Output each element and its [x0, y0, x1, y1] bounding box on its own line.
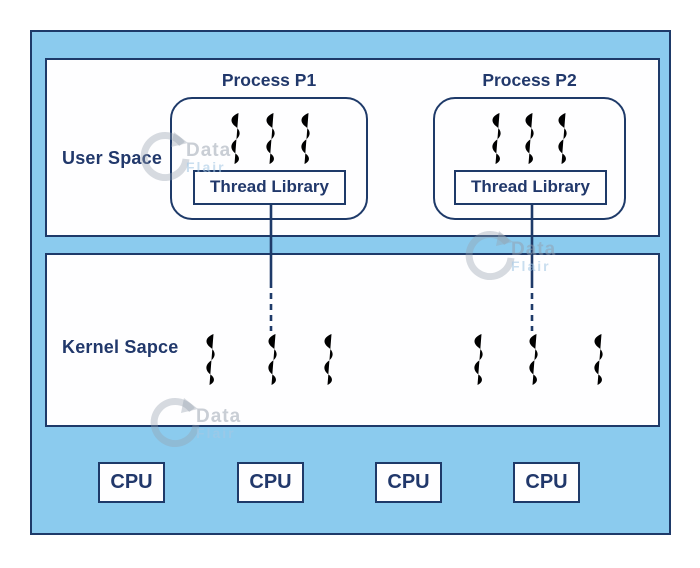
thread-library-p2: Thread Library	[454, 170, 607, 205]
kernel-thread-icon	[529, 334, 538, 385]
user-thread-icon	[266, 113, 275, 164]
cpu-box-4: CPU	[513, 462, 580, 503]
cpu-box-1: CPU	[98, 462, 165, 503]
cpu-label: CPU	[249, 471, 292, 493]
user-thread-icon	[525, 113, 534, 164]
kernel-thread-icon	[206, 334, 215, 385]
kernel-thread-icon	[594, 334, 603, 385]
user-thread-icon	[558, 113, 567, 164]
thread-library-p1: Thread Library	[193, 170, 346, 205]
process-p2-title: Process P2	[482, 70, 577, 90]
cpu-box-2: CPU	[237, 462, 304, 503]
kernel-space-label: Kernel Sapce	[62, 337, 179, 357]
user-thread-icon	[301, 113, 310, 164]
cpu-label: CPU	[525, 471, 568, 493]
kernel-space-region	[45, 253, 660, 427]
kernel-thread-icon	[324, 334, 333, 385]
kernel-thread-icon	[268, 334, 277, 385]
cpu-label: CPU	[387, 471, 430, 493]
process-p1-title: Process P1	[221, 70, 317, 90]
cpu-box-3: CPU	[375, 462, 442, 503]
cpu-label: CPU	[110, 471, 153, 493]
user-thread-icon	[231, 113, 240, 164]
kernel-thread-icon	[474, 334, 483, 385]
user-space-label: User Space	[62, 148, 163, 168]
user-thread-icon	[492, 113, 501, 164]
